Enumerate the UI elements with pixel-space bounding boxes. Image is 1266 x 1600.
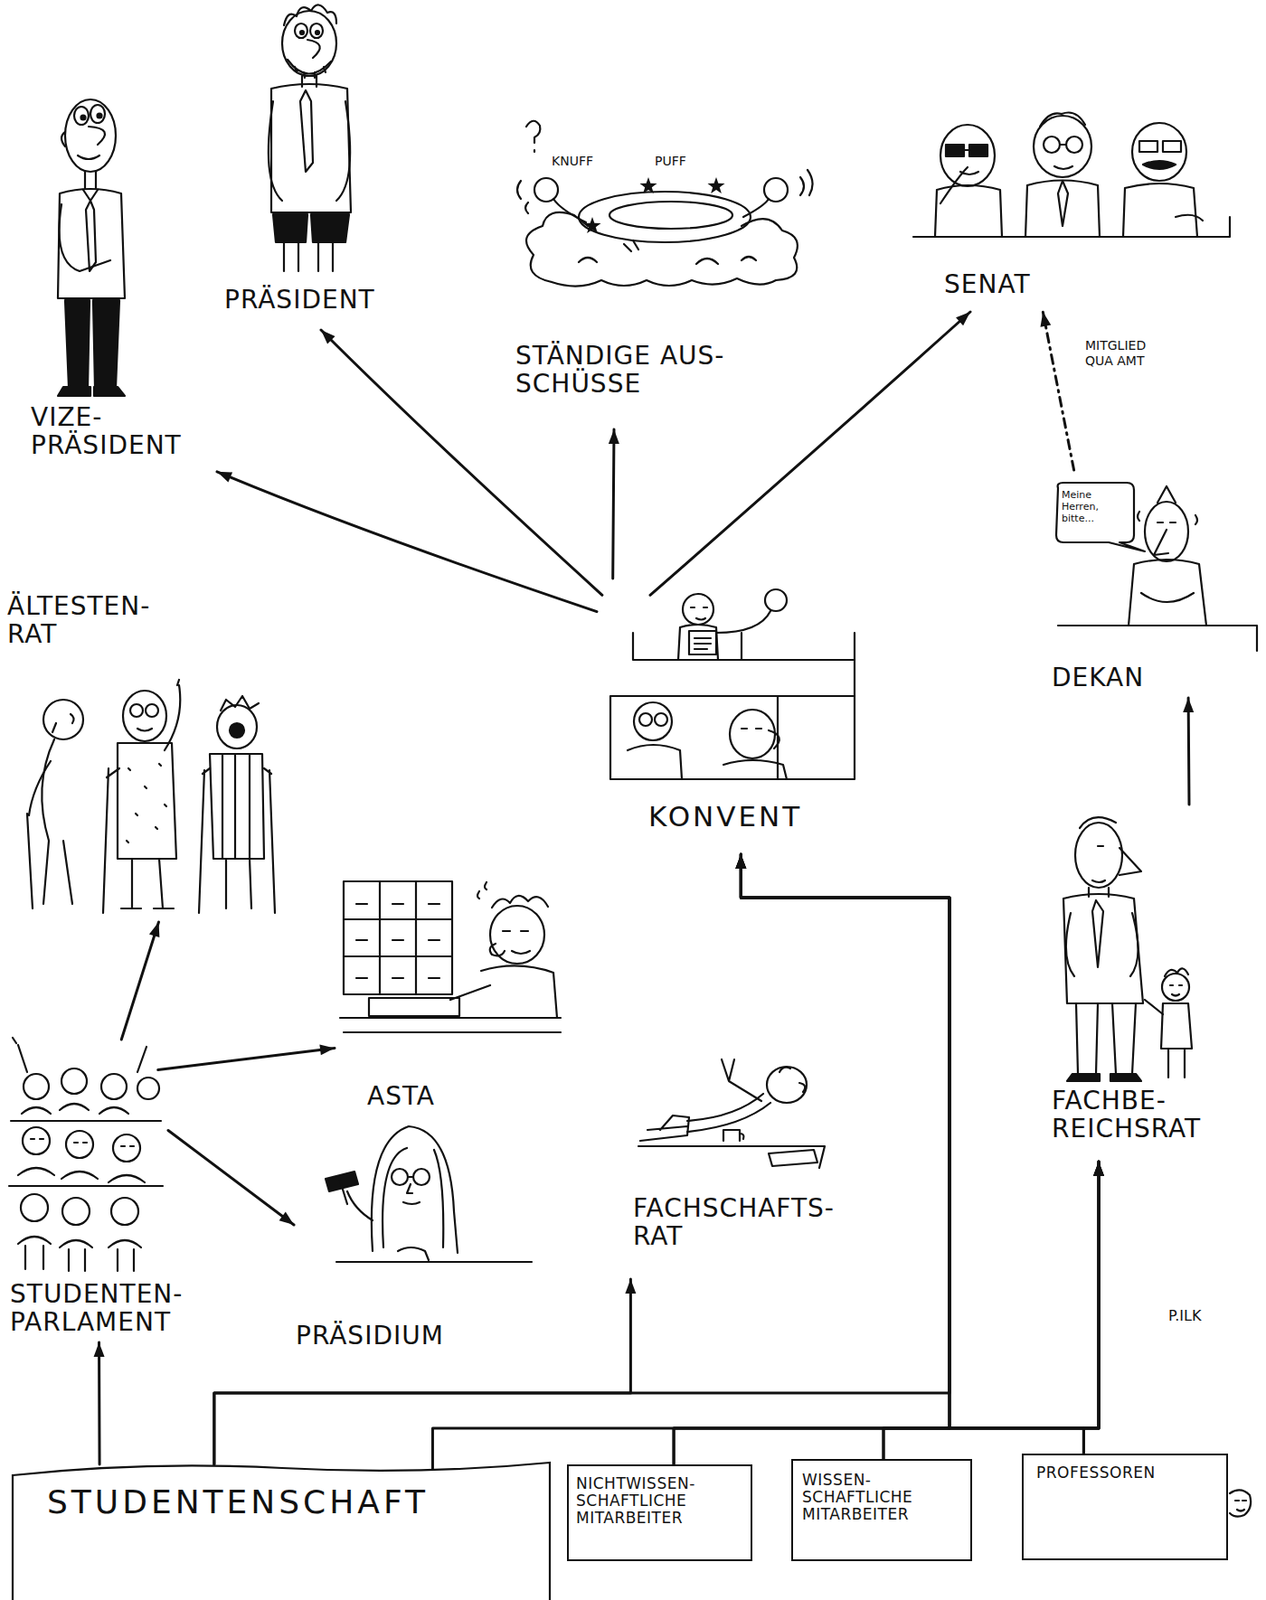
asta-figure: ASTA bbox=[334, 872, 566, 1117]
wavy-outline bbox=[10, 1457, 552, 1600]
arrowhead bbox=[319, 1044, 335, 1056]
committees-cloud: STÄNDIGE AUS- SCHÜSSE bbox=[506, 90, 814, 430]
research-staff-box: WISSEN- SCHAFTLICHE MITARBEITER bbox=[791, 1459, 973, 1562]
connector-arrow bbox=[121, 922, 160, 1040]
student-council-figure: FACHSCHAFTS- RAT bbox=[628, 1048, 846, 1280]
node-label: PRÄSIDENT bbox=[224, 285, 424, 314]
arrowhead bbox=[321, 330, 336, 345]
presidium-drawing bbox=[325, 1126, 532, 1263]
sound-word: KNUFF bbox=[551, 153, 615, 170]
professor-face-drawing bbox=[1229, 1490, 1251, 1517]
student-parliament-drawing bbox=[9, 1038, 163, 1272]
connector-arrow bbox=[1039, 311, 1074, 471]
node-label: FACHSCHAFTS- RAT bbox=[633, 1194, 843, 1252]
faculty-council-figures: FACHBE- REICHSRAT bbox=[1030, 804, 1257, 1163]
faculty-council-drawing bbox=[1063, 817, 1192, 1082]
convent-drawing bbox=[610, 589, 855, 780]
student-body-box: STUDENTENSCHAFT bbox=[10, 1457, 552, 1600]
node-label: KONVENT bbox=[648, 801, 857, 833]
dean-drawing bbox=[1056, 482, 1257, 652]
node-label: FACHBE- REICHSRAT bbox=[1051, 1086, 1253, 1144]
elders-council-figures: ÄLTESTEN- RAT bbox=[7, 592, 311, 923]
edge-label: MITGLIED QUA AMT bbox=[1085, 338, 1172, 369]
node-label: PRÄSIDIUM bbox=[295, 1322, 513, 1351]
connector-arrow bbox=[217, 472, 597, 613]
node-label: ÄLTESTEN- RAT bbox=[7, 592, 184, 650]
node-label: PROFESSOREN bbox=[1036, 1464, 1216, 1483]
committees-drawing bbox=[517, 121, 813, 287]
speech-bubble-text: Meine Herren, bitte... bbox=[1061, 489, 1129, 526]
president-drawing bbox=[268, 4, 351, 272]
sound-word: PUFF bbox=[654, 153, 719, 170]
connector-arrow bbox=[883, 1162, 1105, 1460]
node-label: VIZE- PRÄSIDENT bbox=[30, 403, 212, 461]
arrowhead bbox=[94, 1342, 105, 1358]
presidium-figure: PRÄSIDIUM bbox=[293, 1089, 534, 1361]
senate-drawing bbox=[913, 113, 1230, 238]
connector-arrow bbox=[735, 854, 1084, 1455]
student-parliament-figures: STUDENTEN- PARLAMENT bbox=[5, 1039, 209, 1343]
connector-arrow bbox=[168, 1131, 294, 1227]
connector-arrow bbox=[214, 854, 950, 1465]
convent-figures: KONVENT bbox=[596, 578, 864, 855]
vice-president-drawing bbox=[57, 99, 125, 397]
node-label: STÄNDIGE AUS- SCHÜSSE bbox=[515, 341, 805, 399]
connector-arrow bbox=[94, 1342, 105, 1465]
node-label: STUDENTENSCHAFT bbox=[47, 1484, 536, 1522]
arrowhead bbox=[1182, 698, 1194, 713]
arrowhead bbox=[955, 311, 971, 326]
student-council-drawing bbox=[638, 1059, 825, 1169]
arrowhead bbox=[217, 472, 233, 483]
connector-arrow bbox=[1182, 698, 1194, 805]
elders-drawing bbox=[27, 680, 275, 914]
professors-box: PROFESSOREN bbox=[1021, 1454, 1229, 1561]
arrowhead bbox=[1093, 1162, 1105, 1177]
staff-box: NICHTWISSEN- SCHAFTLICHE MITARBEITER bbox=[566, 1464, 753, 1562]
node-label: STUDENTEN- PARLAMENT bbox=[9, 1280, 208, 1338]
arrowhead bbox=[735, 854, 747, 870]
connector-arrow bbox=[214, 1279, 637, 1465]
arrowhead bbox=[1093, 1162, 1105, 1177]
node-label: NICHTWISSEN- SCHAFTLICHE MITARBEITER bbox=[576, 1475, 744, 1528]
node-label: DEKAN bbox=[1051, 663, 1215, 692]
arrowhead bbox=[149, 922, 160, 938]
arrowhead bbox=[624, 1279, 636, 1295]
president-figure: PRÄSIDENT bbox=[217, 4, 426, 331]
vice-president-figure: VIZE- PRÄSIDENT bbox=[22, 85, 218, 484]
arrowhead bbox=[1093, 1162, 1105, 1177]
node-label: ASTA bbox=[367, 1082, 530, 1111]
arrowhead bbox=[735, 854, 747, 870]
connector-arrow bbox=[673, 854, 950, 1465]
asta-drawing bbox=[340, 881, 561, 1033]
connector-arrow bbox=[735, 854, 950, 1460]
connector-arrow bbox=[158, 1044, 335, 1070]
connector-arrow bbox=[608, 429, 620, 579]
node-label: SENAT bbox=[944, 270, 1125, 299]
connector-arrow bbox=[432, 1162, 1105, 1470]
senate-figures: SENAT bbox=[904, 85, 1235, 312]
connector-arrow bbox=[1083, 1162, 1105, 1455]
arrowhead bbox=[279, 1212, 294, 1226]
arrowhead bbox=[735, 854, 747, 870]
arrowhead bbox=[1039, 311, 1051, 328]
arrowhead bbox=[735, 854, 747, 870]
node-label: WISSEN- SCHAFTLICHE MITARBEITER bbox=[802, 1472, 962, 1524]
arrowhead bbox=[608, 429, 620, 445]
arrowhead bbox=[1093, 1162, 1105, 1177]
artist-signature: P.ILK bbox=[1168, 1307, 1241, 1325]
